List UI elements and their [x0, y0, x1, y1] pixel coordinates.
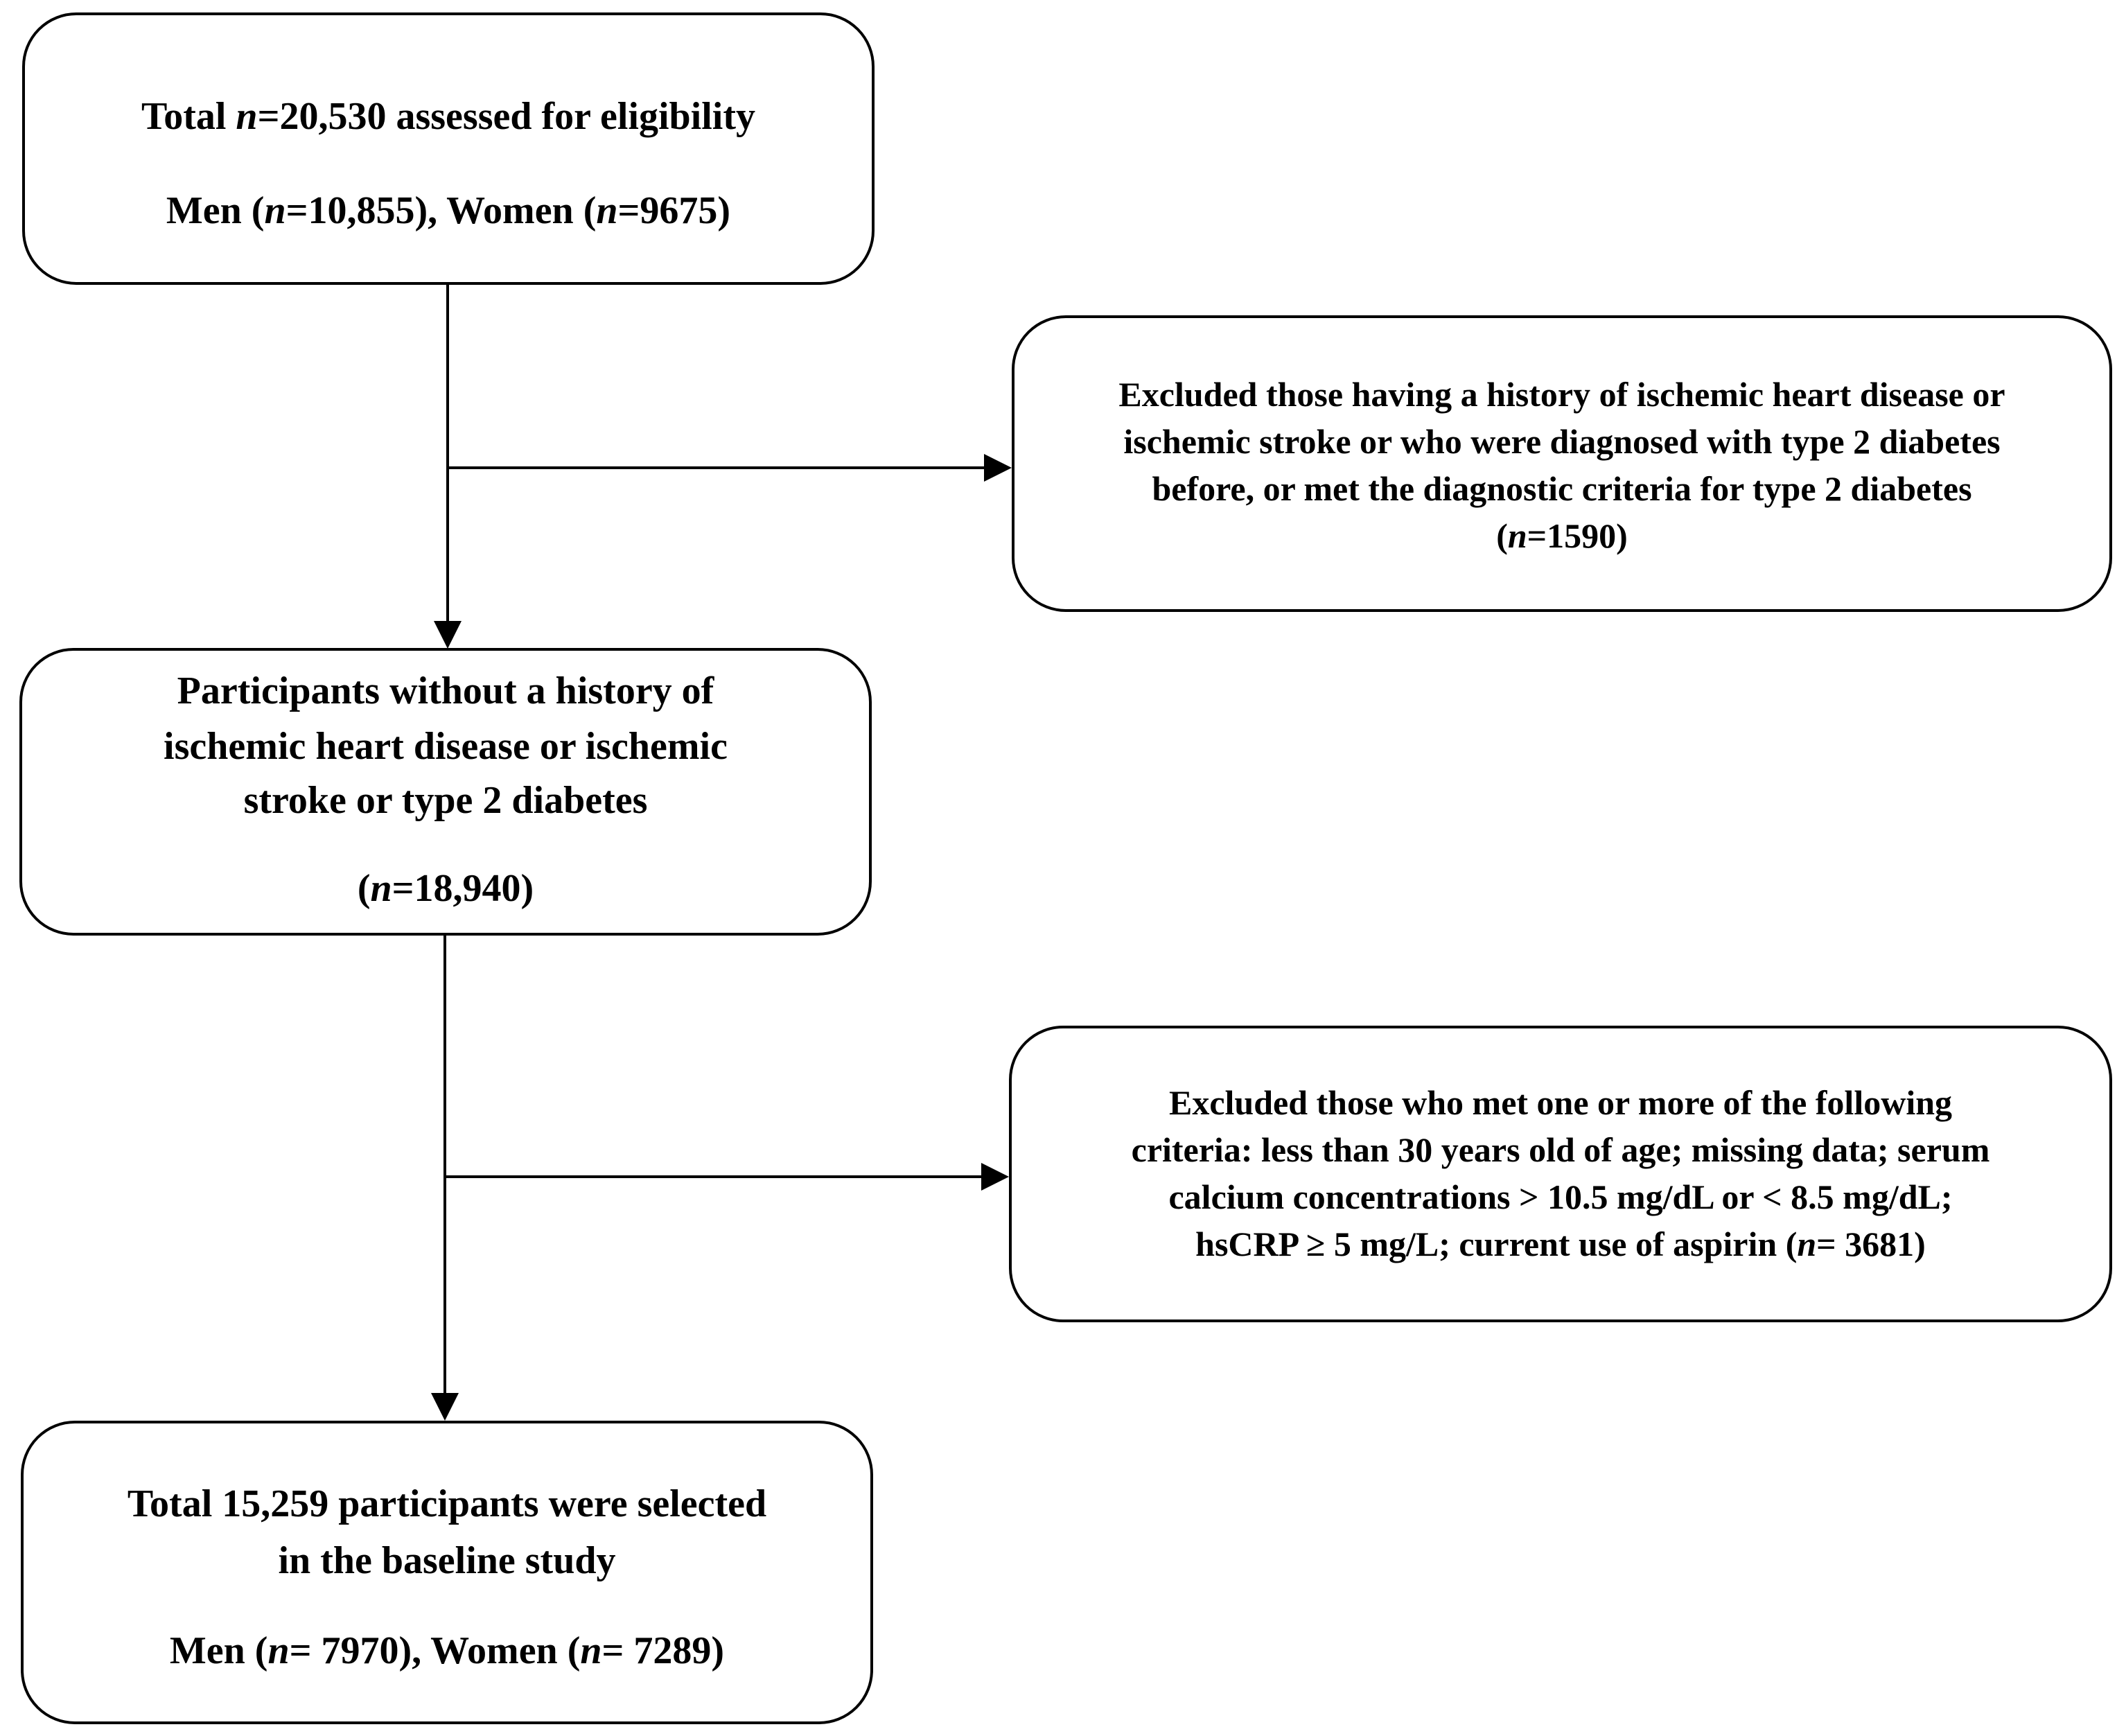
n-symbol: n	[236, 95, 258, 138]
participants-count-value: =18,940)	[392, 867, 534, 910]
selected-men-prefix: Men (	[169, 1629, 268, 1672]
selected-men-value: = 7970), Women (	[289, 1629, 581, 1672]
excluded-history-line-1: Excluded those having a history of ische…	[1118, 375, 2005, 414]
assessed-total-prefix: Total	[141, 95, 236, 138]
n-symbol: n	[580, 1629, 602, 1672]
selected-women-value: = 7289)	[601, 1629, 725, 1672]
assessed-men-value: =10,855), Women (	[286, 189, 597, 232]
selected-participants-box: Total 15,259 participants were selected …	[21, 1421, 873, 1724]
excluded-criteria-count-line: hsCRP ≥ 5 mg/L; current use of aspirin (…	[1012, 1227, 2109, 1261]
assessed-men-prefix: Men (	[166, 189, 265, 232]
assessed-women-value: =9675)	[617, 189, 731, 232]
selected-sex-line: Men (n= 7970), Women (n= 7289)	[24, 1631, 870, 1670]
excluded-history-line-2: ischemic stroke or who were diagnosed wi…	[1123, 422, 2001, 461]
assessed-sex-line: Men (n=10,855), Women (n=9675)	[25, 191, 872, 230]
excluded-criteria-line-3: calcium concentrations > 10.5 mg/dL or <…	[1168, 1177, 1953, 1216]
excluded-history-line-3: before, or met the diagnostic criteria f…	[1152, 469, 1972, 508]
excluded-criteria-count-value: = 3681)	[1816, 1225, 1926, 1263]
participants-count-line: (n=18,940)	[22, 869, 869, 908]
selected-line-1: Total 15,259 participants were selected	[127, 1482, 767, 1525]
assessed-total-value: =20,530 assessed for eligibility	[257, 95, 755, 138]
n-symbol: n	[267, 1629, 290, 1672]
participants-box: Participants without a history of ischem…	[19, 648, 872, 936]
excluded-criteria-box: Excluded those who met one or more of th…	[1009, 1026, 2112, 1322]
participants-count-prefix: (	[357, 867, 371, 910]
excluded-history-count-value: =1590)	[1527, 516, 1628, 555]
excluded-criteria-count-prefix: hsCRP ≥ 5 mg/L; current use of aspirin (	[1195, 1225, 1798, 1263]
excluded-criteria-line-1: Excluded those who met one or more of th…	[1168, 1083, 1953, 1122]
assessed-eligibility-box: Total n=20,530 assessed for eligibility …	[22, 12, 875, 285]
excluded-history-count-prefix: (	[1496, 516, 1508, 555]
n-symbol: n	[1797, 1225, 1817, 1263]
excluded-history-count-line: (n=1590)	[1014, 518, 2109, 553]
n-symbol: n	[264, 189, 286, 232]
assessed-total-line: Total n=20,530 assessed for eligibility	[25, 97, 872, 136]
excluded-history-box: Excluded those having a history of ische…	[1012, 315, 2112, 612]
selected-line-2: in the baseline study	[278, 1539, 616, 1582]
excluded-criteria-line-2: criteria: less than 30 years old of age;…	[1131, 1130, 1990, 1169]
participants-line-1: Participants without a history of	[177, 669, 714, 712]
n-symbol: n	[1507, 516, 1527, 555]
n-symbol: n	[370, 867, 392, 910]
n-symbol: n	[596, 189, 618, 232]
participants-line-3: stroke or type 2 diabetes	[243, 779, 648, 822]
participants-line-2: ischemic heart disease or ischemic	[164, 725, 728, 768]
